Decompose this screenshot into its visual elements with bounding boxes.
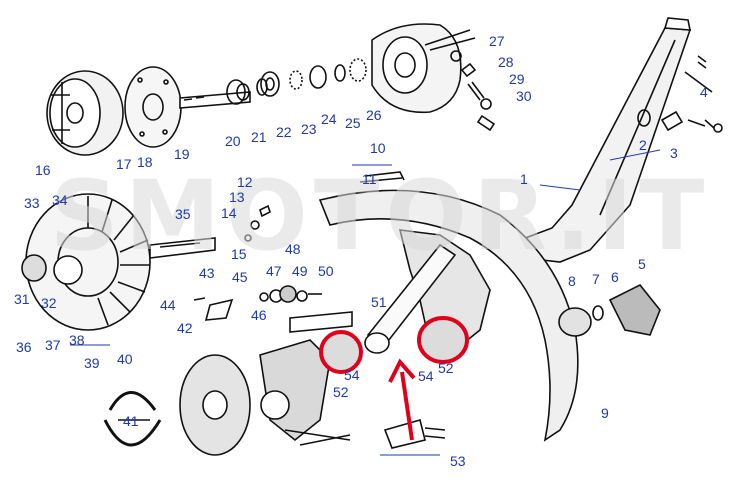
part-label: 13: [229, 189, 245, 205]
part-label: 27: [489, 33, 505, 49]
highlight-circle-left: [319, 330, 363, 374]
part-label: 37: [45, 337, 61, 353]
fastener-set-27-30: [460, 62, 496, 132]
part-label: 35: [175, 206, 191, 222]
leader-lines: [70, 149, 661, 456]
part-label: 6: [611, 269, 619, 285]
part-label: 54: [344, 367, 360, 383]
cap-31: [21, 254, 47, 282]
mudguard: [318, 171, 579, 442]
part-label: 9: [601, 405, 609, 421]
part-label: 5: [638, 256, 646, 272]
part-label: 2: [639, 137, 647, 153]
damper-parts-5-8: [558, 283, 661, 337]
part-label: 46: [251, 307, 267, 323]
swing-arm: [364, 229, 491, 354]
part-label: 52: [438, 360, 454, 376]
part-label: 18: [137, 154, 153, 170]
part-label: 50: [318, 263, 334, 279]
part-label: 30: [516, 88, 532, 104]
part-label: 48: [285, 241, 301, 257]
part-label: 39: [84, 355, 100, 371]
lower-brake-plate: [179, 354, 251, 456]
part-label: 44: [160, 297, 176, 313]
part-label: 16: [35, 162, 51, 178]
small-fasteners: [193, 204, 322, 321]
part-label: 22: [276, 124, 292, 140]
highlight-circle-right: [417, 316, 469, 364]
part-label: 26: [366, 107, 382, 123]
part-label: 45: [232, 269, 248, 285]
part-label: 40: [117, 351, 133, 367]
part-label: 52: [333, 384, 349, 400]
brake-carrier: [259, 339, 351, 446]
part-label: 36: [16, 339, 32, 355]
part-label: 8: [568, 273, 576, 289]
brake-shoes: [103, 391, 162, 447]
part-label: 1: [520, 171, 528, 187]
part-label: 14: [221, 205, 237, 221]
bearing-stack: [226, 58, 367, 105]
part-label: 49: [292, 263, 308, 279]
part-label: 4: [700, 84, 708, 100]
axle-shaft: [179, 91, 251, 109]
part-label: 3: [670, 145, 678, 161]
part-label: 23: [301, 121, 317, 137]
part-label: 54: [418, 368, 434, 384]
highlight-arrow: [388, 358, 416, 441]
part-label: 20: [225, 133, 241, 149]
hub-flange: [371, 23, 476, 114]
brake-drum: [46, 70, 124, 156]
part-label: 32: [41, 295, 57, 311]
part-label: 34: [52, 192, 68, 208]
part-label: 7: [592, 271, 600, 287]
finned-backplate: [25, 193, 151, 331]
part-label: 12: [237, 174, 253, 190]
part-label: 24: [321, 111, 337, 127]
axle-35: [149, 237, 216, 259]
part-label: 47: [266, 263, 282, 279]
part-label: 19: [174, 146, 190, 162]
parts-2-4: [637, 55, 723, 133]
part-label: 21: [251, 129, 267, 145]
part-label: 17: [116, 156, 132, 172]
part-label: 42: [177, 320, 193, 336]
brake-plate: [124, 66, 182, 148]
part-label: 43: [199, 265, 215, 281]
spindle-51: [289, 311, 353, 333]
part-label: 28: [498, 54, 514, 70]
part-label: 51: [371, 294, 387, 310]
part-label: 41: [123, 413, 139, 429]
part-label: 38: [69, 332, 85, 348]
part-label: 53: [450, 453, 466, 469]
part-label: 33: [24, 195, 40, 211]
part-label: 25: [345, 115, 361, 131]
fork-tube: [519, 17, 692, 263]
part-label: 15: [231, 246, 247, 262]
linkage-53: [383, 419, 446, 449]
part-label: 29: [509, 71, 525, 87]
part-label: 10: [370, 140, 386, 156]
highlight-marks: [319, 316, 469, 441]
part-label: 11: [362, 171, 377, 187]
part-label: 31: [14, 291, 30, 307]
